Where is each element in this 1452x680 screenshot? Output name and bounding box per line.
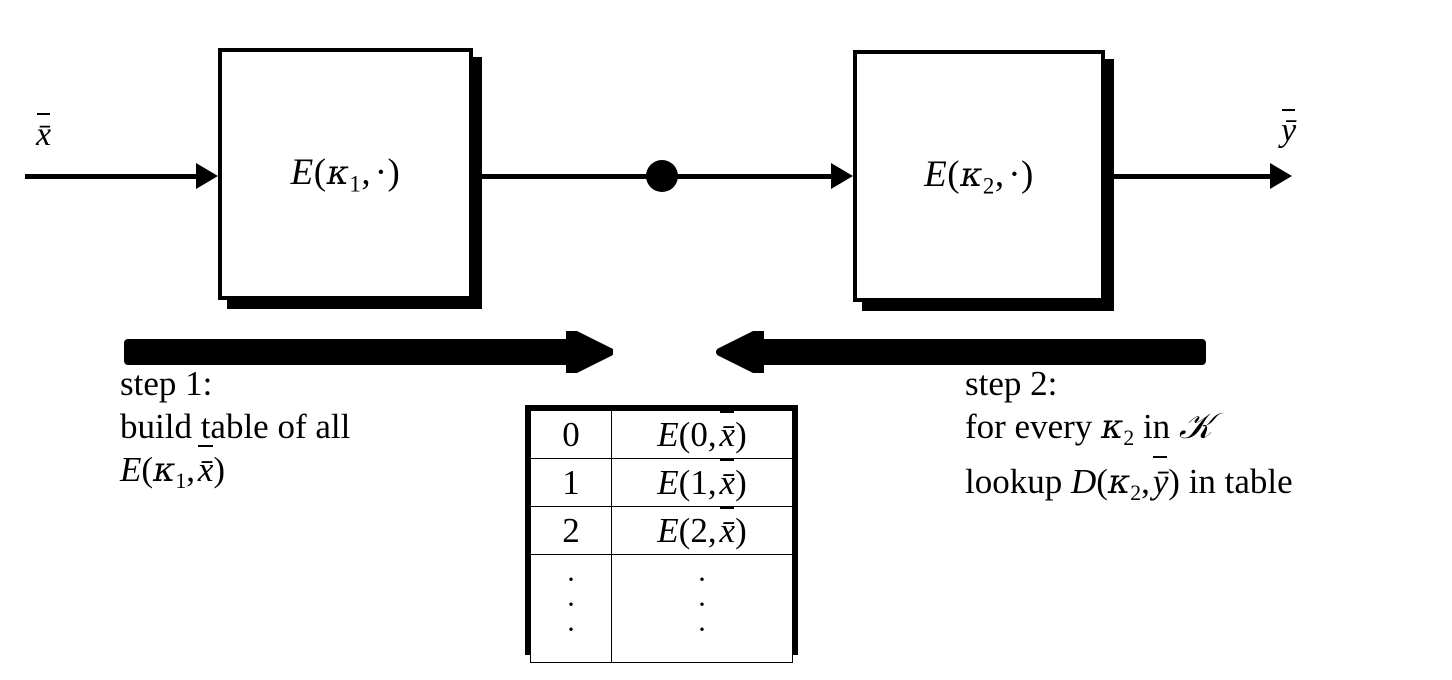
vertical-dots-icon: ··· bbox=[566, 563, 576, 646]
row-1-arg-1: x̄ bbox=[719, 459, 736, 502]
keyspace-symbol: 𝒦 bbox=[1178, 406, 1213, 447]
table-cell-value-ellipsis: ··· bbox=[611, 554, 793, 663]
step-2-line-2: for every κ2 in 𝒦 bbox=[965, 406, 1213, 450]
first-encryption-box[interactable]: E(κ1, ·) bbox=[218, 48, 473, 300]
first-arg-dot: · bbox=[374, 151, 388, 193]
step-2-line-1: step 2: bbox=[965, 364, 1058, 403]
first-key-kappa: κ bbox=[326, 152, 350, 193]
second-encryption-label: E(κ2, ·) bbox=[924, 153, 1034, 199]
step-1-arrow bbox=[118, 331, 613, 373]
row-2-fn: E bbox=[657, 510, 679, 550]
step-1-line-2: build table of all bbox=[120, 407, 351, 446]
step-1-expr-kappa: κ bbox=[153, 450, 176, 490]
step-2-expr-fn: D bbox=[1070, 461, 1097, 501]
step-1-line-1: step 1: bbox=[120, 364, 213, 403]
second-arg-dot: · bbox=[1008, 153, 1022, 195]
row-0-arg-0: 0 bbox=[690, 414, 708, 454]
step-2-expr-arg: ȳ bbox=[1152, 456, 1169, 501]
table-row-ellipsis: ··· ··· bbox=[530, 554, 793, 663]
middle-line-left bbox=[473, 174, 663, 179]
first-key-subscript: 1 bbox=[349, 171, 362, 197]
first-encryption-fn: E bbox=[290, 151, 314, 193]
table-cell-key: 1 bbox=[530, 458, 612, 507]
lookup-table[interactable]: 0 E(0, x̄) 1 E(1, x̄) 2 E(2, x̄) ··· ··· bbox=[525, 405, 798, 663]
second-paren-close: ) bbox=[1021, 153, 1034, 195]
row-1-arg-0: 1 bbox=[690, 462, 708, 502]
row-0-fn: E bbox=[657, 414, 679, 454]
step-2-arrow-svg bbox=[716, 331, 1206, 373]
step-1-expr-arg: x̄ bbox=[197, 444, 214, 489]
vertical-dots-icon: ··· bbox=[697, 563, 707, 646]
table-cell-key-ellipsis: ··· bbox=[530, 554, 612, 663]
second-key-kappa: κ bbox=[960, 154, 983, 195]
output-arrowhead bbox=[1270, 163, 1292, 189]
step-1-expr-fn: E bbox=[120, 450, 142, 489]
lookup-table-grid: 0 E(0, x̄) 1 E(1, x̄) 2 E(2, x̄) ··· ··· bbox=[530, 410, 793, 663]
table-row[interactable]: 2 E(2, x̄) bbox=[530, 506, 793, 555]
table-cell-value: E(2, x̄) bbox=[611, 506, 793, 555]
table-row[interactable]: 0 E(0, x̄) bbox=[530, 410, 793, 459]
input-arrowhead bbox=[196, 163, 218, 189]
second-comma: , bbox=[994, 153, 1009, 195]
row-2-arg-0: 2 bbox=[690, 510, 708, 550]
y-bar-glyph: ȳ bbox=[1281, 108, 1297, 149]
first-paren-open: ( bbox=[313, 151, 327, 193]
step-1-arrow-svg bbox=[124, 331, 613, 373]
second-encryption-fn: E bbox=[924, 153, 948, 195]
table-cell-key: 2 bbox=[530, 506, 612, 555]
second-key-subscript: 2 bbox=[982, 173, 995, 199]
step-2-expr-kappa: κ bbox=[1107, 461, 1131, 502]
input-line bbox=[25, 174, 200, 179]
output-label-y-bar: ȳ bbox=[1281, 108, 1297, 150]
table-cell-value: E(1, x̄) bbox=[611, 458, 793, 507]
step-2-caption: step 2: for every κ2 in 𝒦 lookup D(κ2, y… bbox=[965, 362, 1293, 515]
step-2-arrow bbox=[712, 331, 1212, 373]
first-paren-close: ) bbox=[387, 151, 401, 193]
step-1-caption: step 1: build table of all E(κ1, x̄) bbox=[120, 362, 350, 503]
middle-line-right bbox=[662, 174, 837, 179]
step-1-expr-subscript: 1 bbox=[175, 468, 187, 493]
step-2-line-3: lookup D(κ2, ȳ) in table bbox=[965, 456, 1293, 505]
second-paren-open: ( bbox=[947, 153, 961, 195]
step-2-key-subscript: 2 bbox=[1123, 425, 1135, 450]
step-2-key-kappa: κ bbox=[1101, 407, 1124, 447]
output-line bbox=[1105, 174, 1273, 179]
step-1-line-3: E(κ1, x̄) bbox=[120, 444, 226, 493]
step-2-expr-subscript: 2 bbox=[1130, 480, 1142, 505]
middle-arrowhead bbox=[831, 163, 853, 189]
table-cell-key: 0 bbox=[530, 410, 612, 459]
first-comma: , bbox=[361, 151, 375, 193]
first-encryption-label: E(κ1, ·) bbox=[291, 151, 401, 197]
table-row[interactable]: 1 E(1, x̄) bbox=[530, 458, 793, 507]
row-0-arg-1: x̄ bbox=[719, 411, 736, 454]
row-2-arg-1: x̄ bbox=[719, 507, 736, 550]
input-label-x-bar: x̄ bbox=[36, 112, 52, 154]
second-encryption-box[interactable]: E(κ2, ·) bbox=[853, 50, 1105, 302]
table-cell-value: E(0, x̄) bbox=[611, 410, 793, 459]
row-1-fn: E bbox=[657, 462, 679, 502]
x-bar-glyph: x̄ bbox=[36, 112, 52, 153]
